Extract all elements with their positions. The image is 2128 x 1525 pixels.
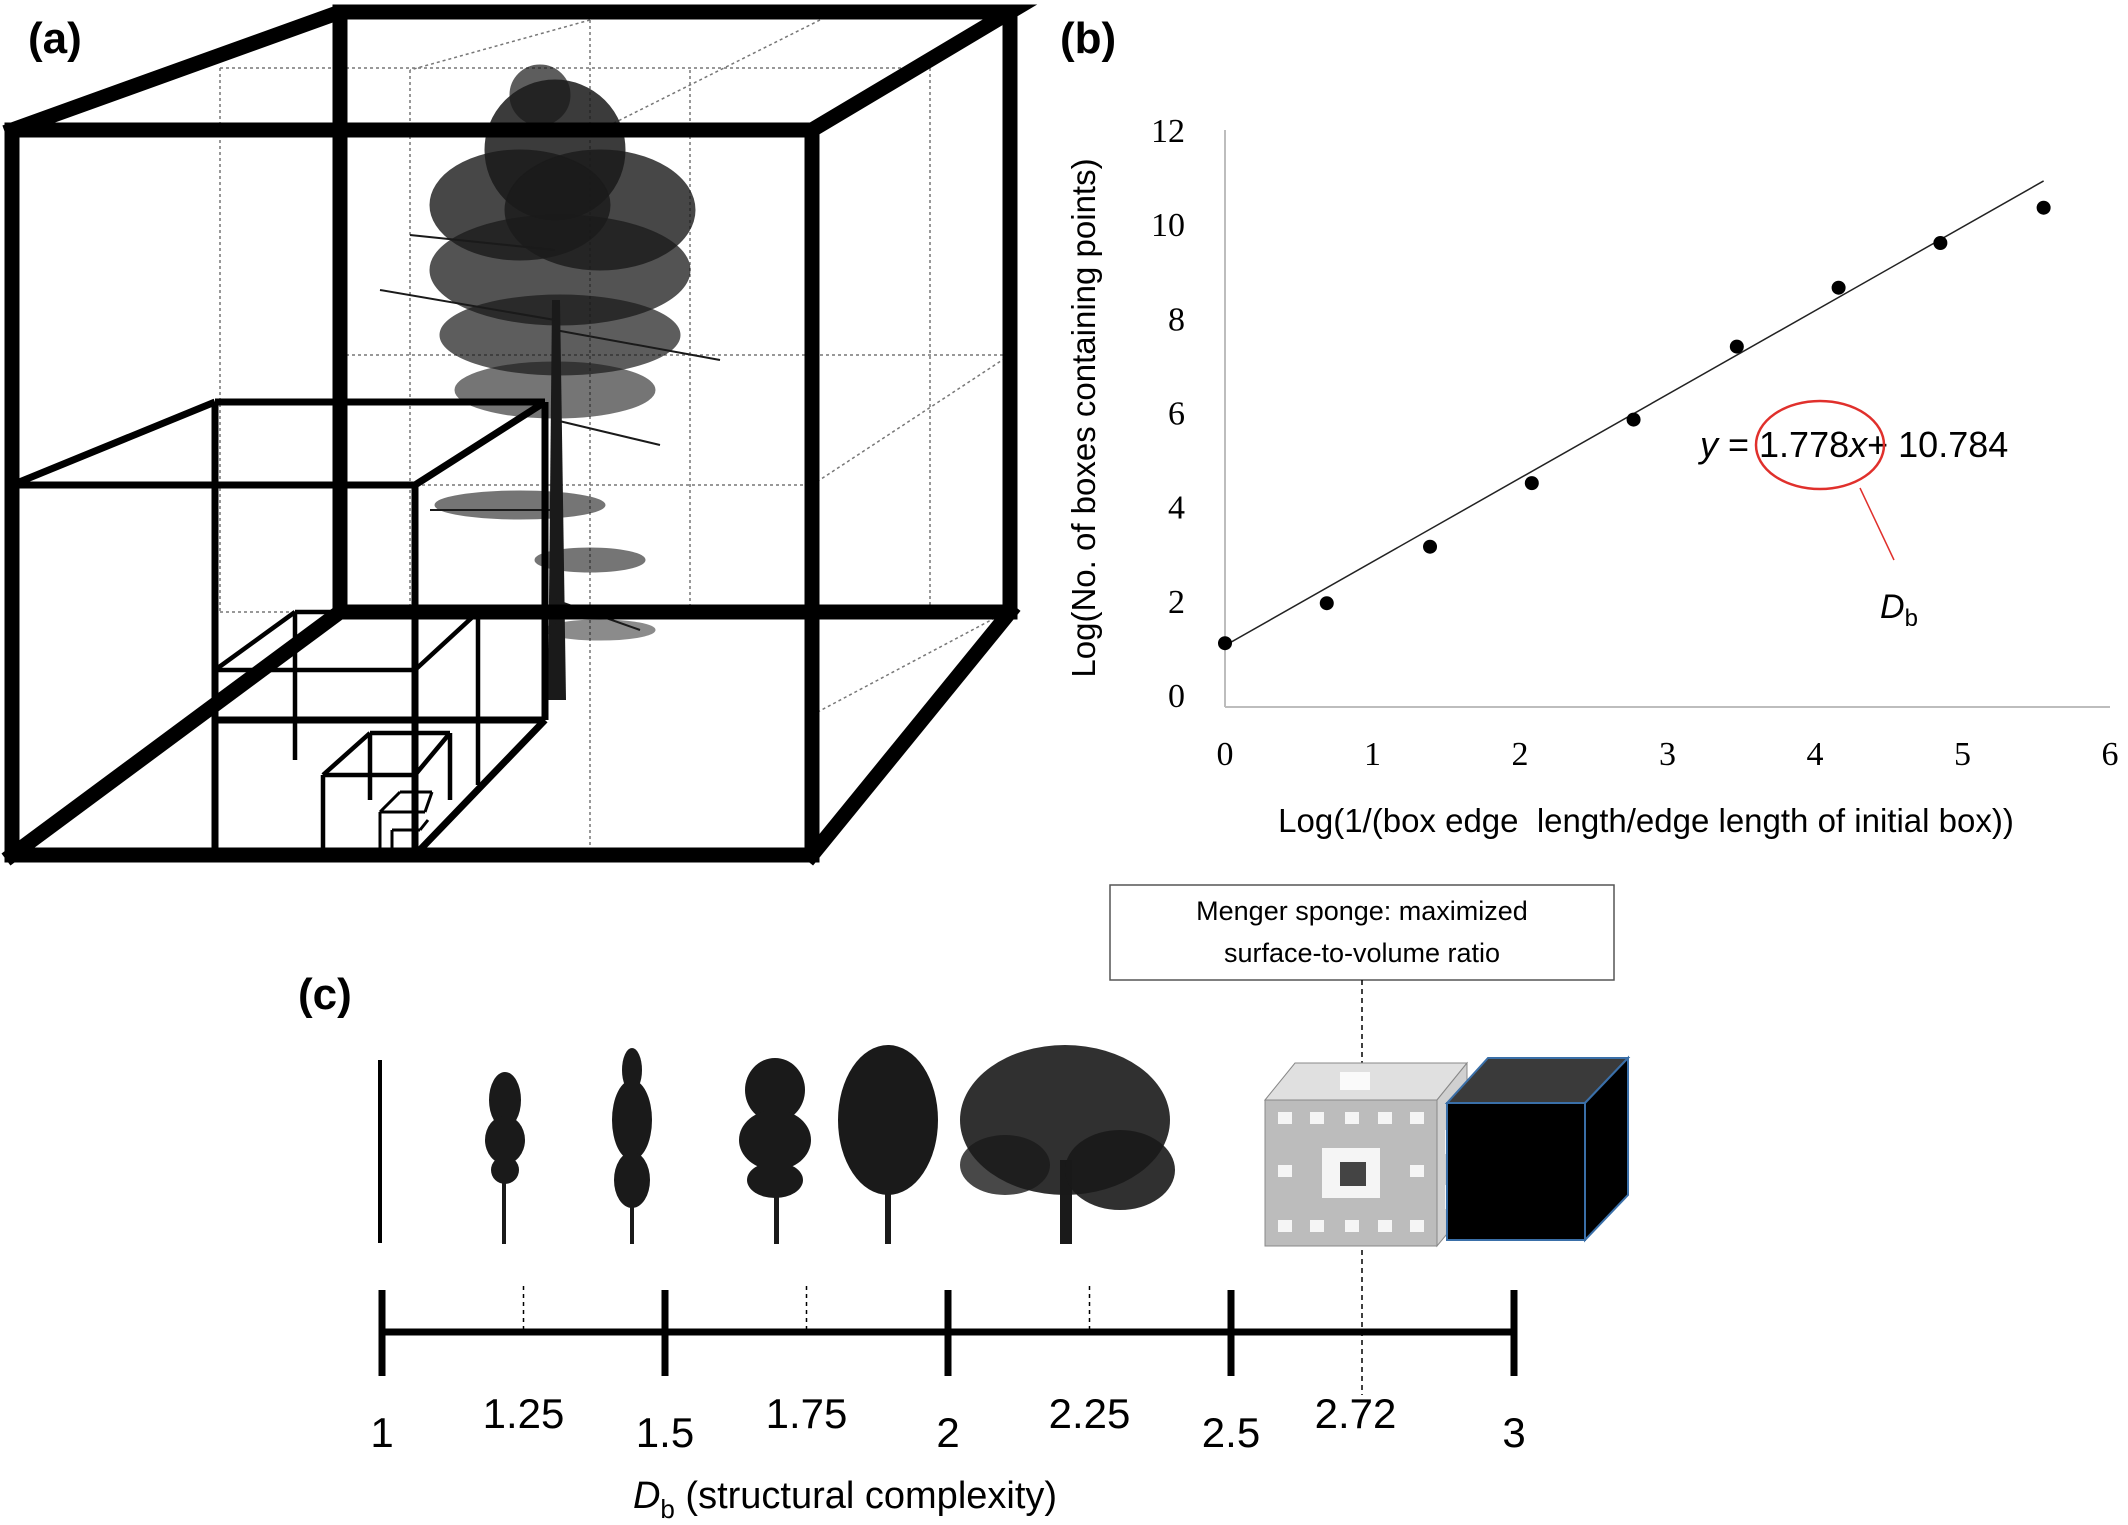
panel-a-box-counting-illustration xyxy=(1,4,1038,866)
complexity-axis-ticks xyxy=(378,1286,1518,1376)
tree-icon-broadleaf xyxy=(838,1045,938,1244)
menger-sponge-icon xyxy=(1263,1061,1469,1248)
panel-c-complexity-scale: Menger sponge: maximized surface-to-volu… xyxy=(370,884,1631,1524)
y-tick-label: 12 xyxy=(1151,113,1185,150)
equation-x: x xyxy=(1847,424,1869,465)
conifer-tree-pointcloud xyxy=(379,64,721,700)
scale-tick-label: 1 xyxy=(370,1409,393,1456)
regression-equation: y = 1.778x+ 10.784 xyxy=(1697,424,2008,465)
x-tick-label: 5 xyxy=(1954,736,1971,773)
scale-tick-label: 1.5 xyxy=(636,1409,694,1456)
scale-tick-label: 2.25 xyxy=(1049,1390,1131,1437)
menger-callout-line1: Menger sponge: maximized xyxy=(1196,896,1528,926)
scale-tick-label: 2 xyxy=(936,1409,959,1456)
equation-y: y xyxy=(1697,424,1720,465)
data-point xyxy=(1319,596,1334,611)
x-tick-label: 6 xyxy=(2102,736,2119,773)
data-point xyxy=(1729,339,1744,354)
tiny-box-wireframe xyxy=(378,790,434,855)
complexity-axis-tick-labels: 1 1.25 1.5 1.75 2 2.25 2.5 2.72 3 xyxy=(370,1390,1525,1456)
scale-tick-label: 3 xyxy=(1502,1409,1525,1456)
y-tick-label: 0 xyxy=(1168,678,1185,715)
y-tick-label: 8 xyxy=(1168,301,1185,338)
tree-icon-conifer xyxy=(612,1048,652,1244)
menger-callout-box xyxy=(1109,884,1615,981)
data-point xyxy=(1423,539,1438,554)
scale-tick-label: 1.75 xyxy=(766,1390,848,1437)
panel-label-a: (a) xyxy=(28,14,82,63)
data-point xyxy=(2036,200,2051,215)
slope-annotation-leader xyxy=(1859,487,1895,561)
x-tick-labels: 0 1 2 3 4 5 6 xyxy=(1217,736,2119,773)
data-point xyxy=(1626,412,1641,427)
x-tick-label: 1 xyxy=(1364,736,1381,773)
y-tick-label: 2 xyxy=(1168,584,1185,621)
scale-tick-label: 2.72 xyxy=(1315,1390,1397,1437)
tree-icon-oak xyxy=(960,1045,1175,1244)
tree-icon-pine xyxy=(739,1058,811,1244)
scale-tick-label: 1.25 xyxy=(483,1390,565,1437)
small-box-wireframe xyxy=(213,609,481,855)
y-tick-label: 6 xyxy=(1168,396,1185,433)
scale-tick-label: 2.5 xyxy=(1202,1409,1260,1456)
y-tick-label: 4 xyxy=(1168,490,1185,527)
slope-highlight-circle xyxy=(1754,399,1886,491)
y-axis-label: Log(No. of boxes containing points) xyxy=(1065,158,1102,677)
data-point xyxy=(1933,236,1948,250)
solid-cube-icon xyxy=(1444,1055,1631,1243)
equation-slope: 1.778 xyxy=(1759,424,1849,465)
y-tick-labels: 0 2 4 6 8 10 12 xyxy=(1151,113,1185,715)
panel-label-c: (c) xyxy=(298,970,352,1019)
tree-icon-narrow-conifer xyxy=(485,1072,525,1244)
data-point xyxy=(1218,636,1232,651)
x-tick-label: 0 xyxy=(1217,736,1234,773)
data-points xyxy=(1218,200,2051,651)
data-point xyxy=(1524,476,1539,491)
complexity-axis-label: Db (structural complexity) xyxy=(633,1475,1057,1524)
panel-label-b: (b) xyxy=(1060,14,1117,63)
data-point xyxy=(1831,280,1846,295)
equation-intercept: + 10.784 xyxy=(1867,424,2008,465)
equation-equals: = xyxy=(1718,424,1759,465)
x-axis-label: Log(1/(box edge length/edge length of in… xyxy=(1278,802,2014,839)
y-tick-label: 10 xyxy=(1151,207,1185,244)
x-tick-label: 3 xyxy=(1659,736,1676,773)
x-tick-label: 2 xyxy=(1512,736,1529,773)
tree-silhouettes xyxy=(485,1045,1175,1244)
x-tick-label: 4 xyxy=(1807,736,1824,773)
menger-callout-line2: surface-to-volume ratio xyxy=(1224,938,1500,968)
db-annotation: Db xyxy=(1880,588,1918,632)
